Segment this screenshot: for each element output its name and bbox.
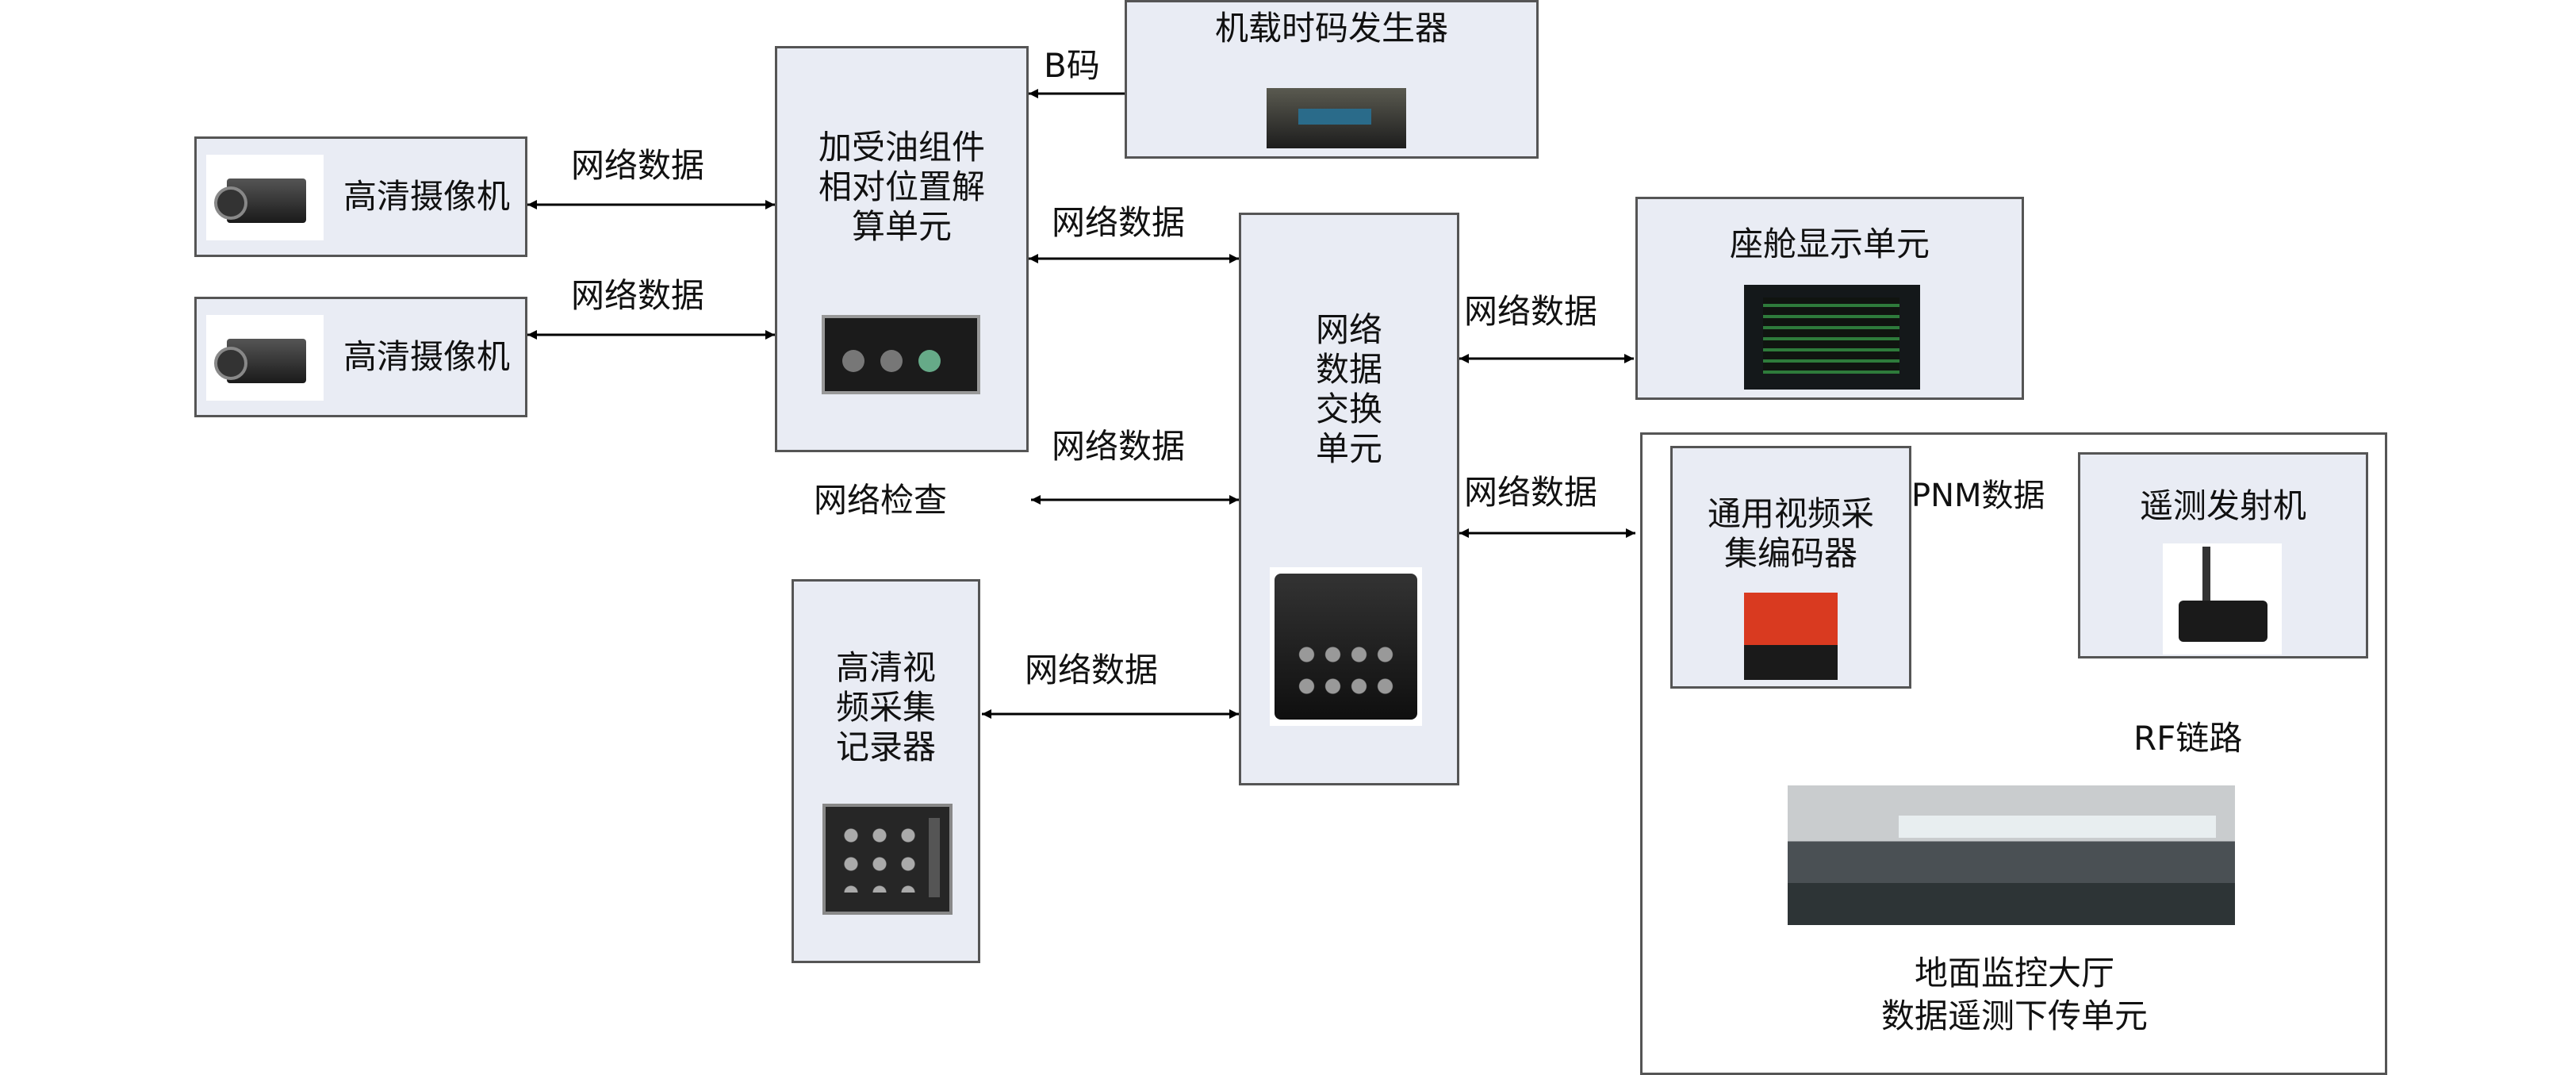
edge-label-cam1: 网络数据 (571, 146, 705, 185)
cockpit-display-icon (1744, 285, 1920, 390)
video-encoder-label: 通用视频采 集编码器 (1707, 494, 1874, 573)
network-switch-label: 网络 数据 交换 单元 (1315, 310, 1382, 468)
edge-label-check-switch: 网络数据 (1052, 427, 1186, 466)
edge-label-cam2: 网络数据 (571, 276, 705, 315)
edge-label-recorder-switch: 网络数据 (1025, 651, 1159, 689)
video-recorder-label: 高清视 频采集 记录器 (835, 648, 936, 766)
network-switch-icon (1270, 567, 1422, 726)
edge-label-pnm: PNM数据 (1911, 478, 2045, 514)
edge-label-refuel-switch: 网络数据 (1052, 203, 1186, 242)
telemetry-transmitter-label: 遥测发射机 (2139, 486, 2306, 525)
telemetry-transmitter-node: 遥测发射机 (2078, 452, 2368, 658)
video-encoder-icon (1744, 593, 1838, 680)
telemetry-transmitter-icon (2163, 543, 2282, 655)
refuel-unit-node: 加受油组件 相对位置解 算单元 (775, 46, 1029, 452)
camera-node-2: 高清摄像机 (194, 297, 527, 417)
time-code-generator-label: 机载时码发生器 (1214, 9, 1448, 48)
ground-hall-label: 地面监控大厅 数据遥测下传单元 (1880, 954, 2148, 1035)
camera-label-1: 高清摄像机 (343, 177, 510, 216)
camera-icon (206, 315, 324, 401)
refuel-computer-icon (822, 315, 980, 394)
network-switch-node: 网络 数据 交换 单元 (1239, 213, 1459, 785)
edge-label-switch-display: 网络数据 (1464, 292, 1598, 331)
edge-label-switch-ground: 网络数据 (1464, 473, 1598, 512)
camera-label-2: 高清摄像机 (343, 337, 510, 376)
cockpit-display-node: 座舱显示单元 (1635, 197, 2024, 400)
edge-label-rf: RF链路 (2133, 719, 2243, 758)
camera-node-1: 高清摄像机 (194, 136, 527, 257)
edge-label-bcode: B码 (1044, 46, 1100, 85)
camera-icon (206, 155, 324, 240)
refuel-unit-label: 加受油组件 相对位置解 算单元 (818, 128, 985, 246)
video-recorder-node: 高清视 频采集 记录器 (792, 579, 980, 963)
cockpit-display-label: 座舱显示单元 (1729, 225, 1930, 263)
network-check-label: 网络检查 (813, 481, 947, 520)
video-encoder-node: 通用视频采 集编码器 (1670, 446, 1911, 689)
control-hall-icon (1788, 785, 2235, 925)
video-recorder-icon (822, 804, 953, 915)
time-code-generator-node: 机载时码发生器 (1125, 0, 1539, 159)
time-code-generator-icon (1267, 88, 1406, 148)
